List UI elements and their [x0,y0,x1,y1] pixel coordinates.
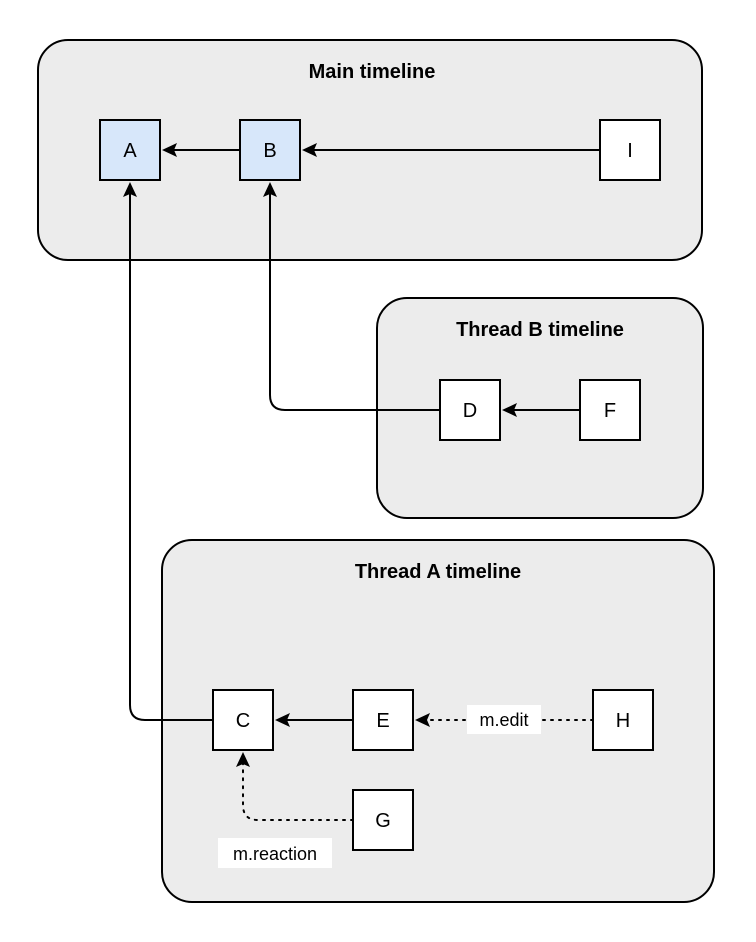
container-thread-a-timeline-title: Thread A timeline [355,561,521,583]
node-i-box [599,119,661,181]
arrowhead-left-icon [302,143,317,157]
node-f-label: F [604,400,616,422]
node-d-label: D [463,400,477,422]
edge-label-m-reaction-bg [218,838,332,868]
edge-g-to-c-path [242,763,354,821]
edge-d-to-b [263,182,440,411]
node-e-box [352,689,414,751]
edge-i-to-b [302,143,600,157]
node-g: G [352,789,414,851]
arrowhead-up-icon [123,182,137,197]
node-c: C [212,689,274,751]
arrowhead-left-icon [502,403,517,417]
node-d: D [439,379,501,441]
container-thread-b-timeline-box [376,297,704,519]
node-h-box [592,689,654,751]
edge-b-to-a [162,143,240,157]
arrowhead-left-icon [415,713,430,727]
edge-d-to-b-path [269,194,440,411]
edge-e-to-c [275,713,353,727]
node-i: I [599,119,661,181]
node-b-label: B [263,140,276,162]
node-c-box [212,689,274,751]
node-a: A [99,119,161,181]
node-e-label: E [376,710,389,732]
node-a-label: A [123,140,137,162]
node-b-box [239,119,301,181]
edge-c-to-a [123,182,213,721]
node-g-label: G [375,810,391,832]
node-i-label: I [627,140,633,162]
node-d-box [439,379,501,441]
edge-label-m-reaction: m.reaction [233,844,317,864]
node-e: E [352,689,414,751]
edge-h-to-e: m.edit [415,705,594,734]
node-a-box [99,119,161,181]
node-c-label: C [236,710,250,732]
container-thread-b-timeline-title: Thread B timeline [456,319,624,341]
edge-label-m-edit-bg [467,705,541,734]
arrowhead-up-icon [263,182,277,197]
edge-c-to-a-path [129,194,213,721]
arrowhead-left-icon [275,713,290,727]
edge-f-to-d [502,403,580,417]
container-thread-a-timeline: Thread A timeline [161,539,715,903]
arrowhead-up-icon [236,752,250,767]
container-thread-b-timeline: Thread B timeline [376,297,704,519]
node-h: H [592,689,654,751]
node-f-box [579,379,641,441]
edge-label-m-edit: m.edit [479,710,528,730]
node-f: F [579,379,641,441]
edge-g-to-c: m.reaction [218,752,354,868]
arrowhead-left-icon [162,143,177,157]
container-main-timeline-title: Main timeline [309,61,436,83]
node-b: B [239,119,301,181]
node-g-box [352,789,414,851]
node-h-label: H [616,710,630,732]
